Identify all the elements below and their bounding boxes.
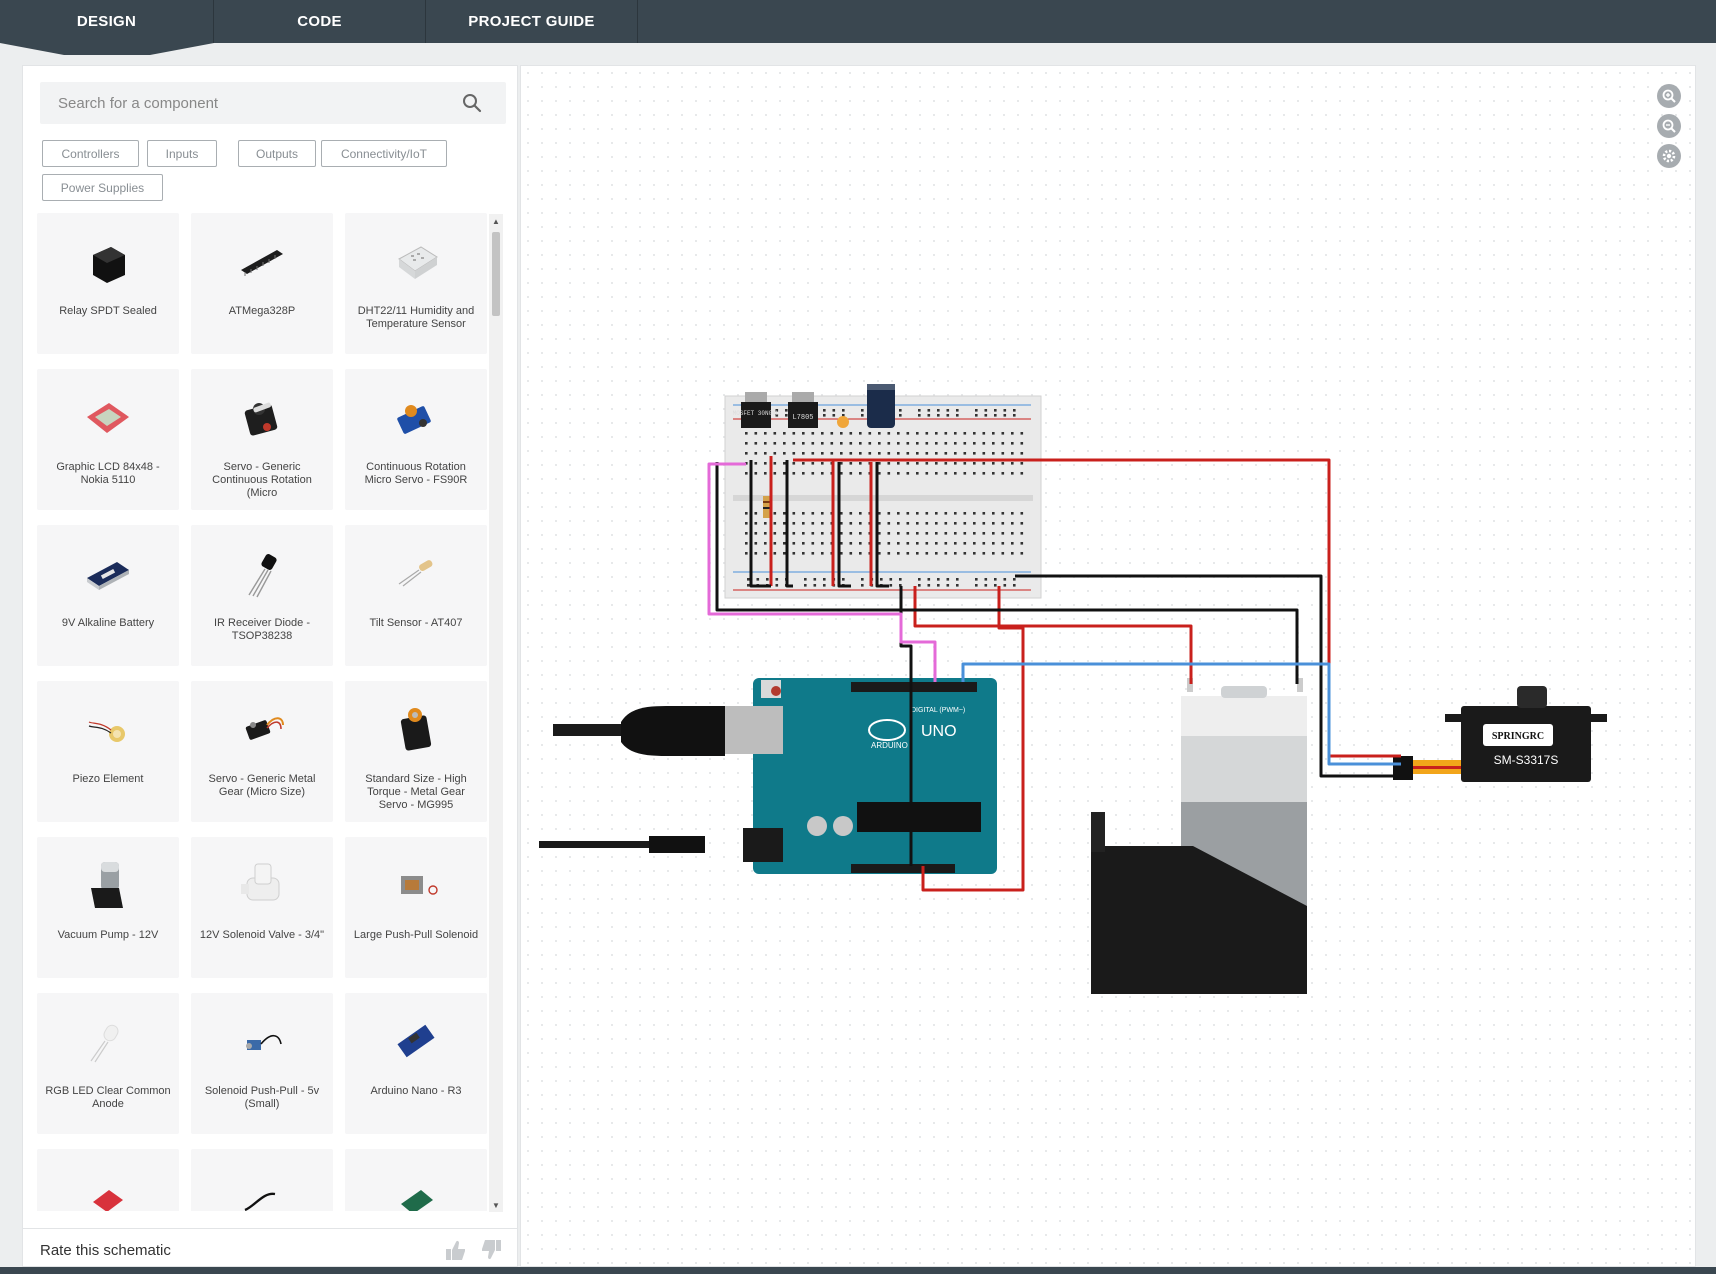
arduino-brand-label: ARDUINO (871, 741, 908, 750)
arduino-nano-icon (397, 1024, 435, 1058)
search-box (40, 82, 506, 124)
thumbs-down-icon[interactable] (479, 1239, 503, 1261)
relay-icon (93, 247, 125, 283)
mosfet-label: MOSFET 30N06L (733, 410, 780, 417)
arduino-model-label: UNO (921, 723, 957, 740)
component-sidebar: Controllers Inputs Outputs Connectivity/… (22, 65, 518, 1267)
component-card[interactable]: Standard Size - High Torque - Metal Gear… (345, 681, 487, 822)
component-card[interactable]: Servo - Generic Metal Gear (Micro Size) (191, 681, 333, 822)
component-card[interactable]: Relay SPDT Sealed (37, 213, 179, 354)
small-solenoid-icon (246, 1034, 282, 1050)
vacuum-pump-icon (91, 862, 123, 908)
component-card[interactable]: Servo - Generic Continuous Rotation (Mic… (191, 369, 333, 510)
rate-label: Rate this schematic (40, 1242, 171, 1259)
component-card[interactable]: ATMega328P (191, 213, 333, 354)
settings-icon[interactable] (1657, 144, 1681, 168)
circuit-schematic: MOSFET 30N06L L7805 DIGITAL (PWM (539, 384, 1607, 994)
component-card[interactable]: Tilt Sensor - AT407 (345, 525, 487, 666)
top-nav-bar: DESIGN CODE PROJECT GUIDE (0, 0, 1716, 43)
component-card[interactable]: Continuous Rotation Micro Servo - FS90R (345, 369, 487, 510)
component-list-scrollbar[interactable]: ▲ ▼ (489, 214, 503, 1212)
component-card[interactable]: Arduino Nano - R3 (345, 993, 487, 1134)
solenoid-valve-icon (241, 863, 280, 901)
component-card[interactable]: Solenoid Push-Pull - 5v (Small) (191, 993, 333, 1134)
component-card[interactable]: 9V Alkaline Battery (37, 525, 179, 666)
servo-sm-s3317s[interactable]: SPRINGRC SM-S3317S (1393, 686, 1607, 782)
component-card[interactable]: Graphic LCD 84x48 - Nokia 5110 (37, 369, 179, 510)
filter-power-supplies[interactable]: Power Supplies (42, 174, 163, 201)
battery-icon (87, 562, 129, 590)
filter-inputs[interactable]: Inputs (147, 140, 217, 167)
thumbs-up-icon[interactable] (444, 1239, 468, 1261)
chip-icon (241, 250, 283, 276)
component-grid: Relay SPDT Sealed ATMega328P DHT22/11 Hu… (37, 213, 502, 1211)
filter-controllers[interactable]: Controllers (42, 140, 139, 167)
component-card[interactable]: Piezo Element (37, 681, 179, 822)
component-card[interactable]: 12V Solenoid Valve - 3/4" (191, 837, 333, 978)
component-card[interactable] (37, 1149, 179, 1211)
arduino-uno[interactable]: DIGITAL (PWM~) UNO ARDUINO (753, 678, 997, 874)
zoom-out-icon[interactable] (1657, 114, 1681, 138)
lcd-icon (87, 403, 129, 433)
piezo-icon (88, 721, 125, 742)
search-input[interactable] (40, 82, 460, 124)
mosfet-30n06l[interactable]: MOSFET 30N06L (733, 392, 780, 428)
servo-brand-label: SPRINGRC (1492, 731, 1544, 742)
resistor[interactable] (763, 496, 770, 518)
metal-gear-servo-icon (245, 717, 284, 740)
rgb-led-icon (90, 1024, 119, 1063)
micro-servo-icon (397, 405, 431, 434)
schematic-canvas[interactable]: MOSFET 30N06L L7805 DIGITAL (PWM (520, 65, 1696, 1267)
filter-outputs[interactable]: Outputs (238, 140, 316, 167)
zoom-in-icon[interactable] (1657, 84, 1681, 108)
rate-schematic-bar: Rate this schematic (23, 1228, 517, 1266)
dev-board-icon (401, 1190, 433, 1211)
servo-model-label: SM-S3317S (1494, 753, 1559, 767)
tab-project-guide[interactable]: PROJECT GUIDE (426, 0, 638, 43)
component-card[interactable]: DHT22/11 Humidity and Temperature Sensor (345, 213, 487, 354)
voltage-regulator-l7805[interactable]: L7805 (788, 392, 818, 428)
standard-servo-icon (400, 708, 432, 751)
scroll-up-arrow-icon[interactable]: ▲ (492, 216, 500, 226)
filter-connectivity-iot[interactable]: Connectivity/IoT (321, 140, 447, 167)
cable-icon (244, 1192, 276, 1211)
component-card[interactable]: IR Receiver Diode - TSOP38238 (191, 525, 333, 666)
component-card[interactable] (191, 1149, 333, 1211)
power-barrel-cable[interactable] (539, 828, 783, 862)
ir-receiver-icon (248, 554, 277, 598)
tab-code[interactable]: CODE (214, 0, 426, 43)
servo-icon (244, 402, 278, 436)
component-card[interactable]: Large Push-Pull Solenoid (345, 837, 487, 978)
usb-cable[interactable] (553, 706, 783, 756)
arduino-digital-label: DIGITAL (PWM~) (911, 707, 965, 714)
accelerometer-board-icon (93, 1190, 123, 1211)
component-card[interactable]: RGB LED Clear Common Anode (37, 993, 179, 1134)
tab-design[interactable]: DESIGN (0, 0, 214, 43)
active-tab-indicator (0, 43, 214, 55)
breadboard[interactable] (724, 395, 1042, 599)
vacuum-pump[interactable] (1091, 678, 1307, 994)
capacitor[interactable] (867, 384, 895, 428)
scroll-down-arrow-icon[interactable]: ▼ (492, 1200, 500, 1210)
regulator-label: L7805 (792, 414, 813, 422)
component-card[interactable]: Vacuum Pump - 12V (37, 837, 179, 978)
humidity-sensor-icon (398, 246, 438, 279)
scroll-thumb[interactable] (492, 232, 500, 316)
component-card[interactable] (345, 1149, 487, 1211)
push-pull-solenoid-icon (401, 876, 438, 895)
bottom-bar (0, 1267, 1716, 1274)
wires (707, 456, 1401, 892)
tilt-sensor-icon (398, 560, 433, 587)
search-icon[interactable] (462, 93, 482, 113)
ceramic-capacitor[interactable] (837, 416, 849, 428)
